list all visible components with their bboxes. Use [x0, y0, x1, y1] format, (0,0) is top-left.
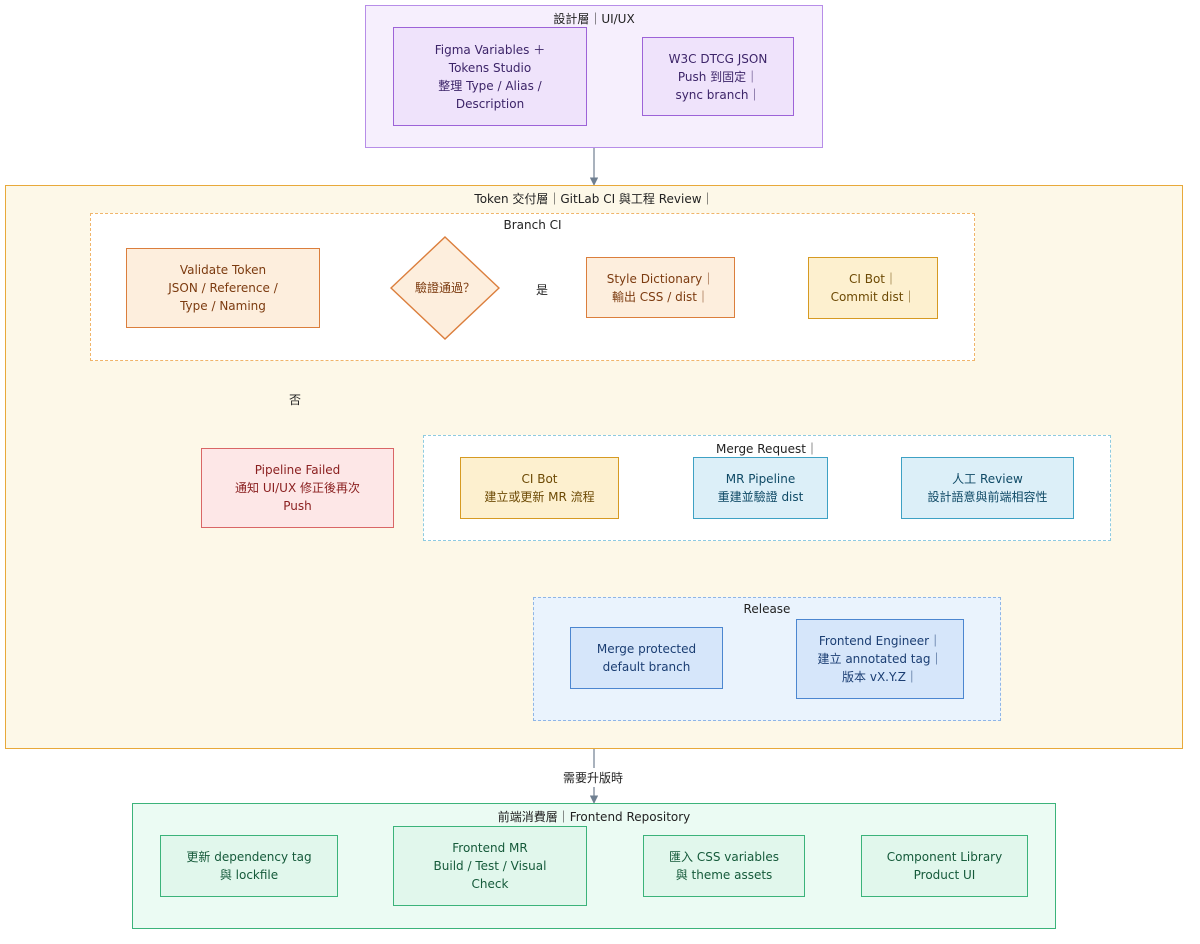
node-figma-variables: Figma Variables ＋Tokens Studio 整理 Type /…: [393, 27, 587, 126]
group-title-release: Release: [743, 602, 791, 616]
edge-label-no: 否: [286, 390, 305, 409]
decision-diamond: [390, 236, 500, 340]
group-title-token: Token 交付層｜GitLab CI 與工程 Review｜: [474, 192, 714, 206]
node-style-dictionary: Style Dictionary｜輸出 CSS / dist｜: [586, 257, 735, 318]
group-title-design: 設計層｜UI/UX: [553, 12, 635, 26]
decision-label: 驗證通過？: [414, 281, 475, 295]
group-title-merge-request: Merge Request｜: [715, 442, 819, 456]
group-title-frontend: 前端消費層｜Frontend Repository: [497, 810, 691, 824]
edge-label-need-release: 需要升版時: [560, 768, 627, 787]
node-frontend-engineer: Frontend Engineer｜建立 annotated tag｜版本 vX…: [796, 619, 964, 699]
node-ci-bot-commit: CI Bot｜Commit dist｜: [808, 257, 938, 319]
edge-label-yes: 是: [533, 280, 552, 299]
group-title-branch-ci: Branch CI: [503, 218, 562, 232]
